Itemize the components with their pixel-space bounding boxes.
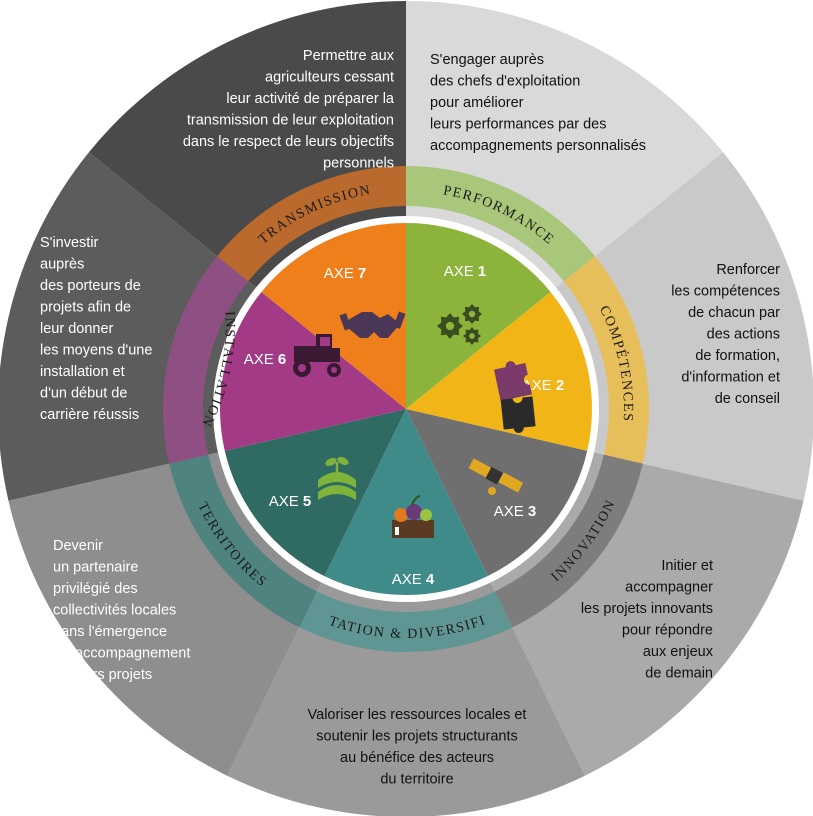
- description-line: projets afin de: [40, 300, 131, 316]
- description-line: accompagner: [625, 580, 713, 596]
- description-line: pour améliorer: [430, 95, 524, 111]
- description-line: collectivités locales: [53, 603, 176, 619]
- description-line: transmission de leur exploitation: [187, 113, 394, 129]
- description-line: privilégié des: [53, 581, 138, 597]
- description-line: carrière réussis: [40, 407, 139, 423]
- description-line: de leurs projets: [53, 667, 152, 683]
- description-line: des porteurs de: [40, 278, 141, 294]
- ring-band-axe-3: [494, 454, 643, 628]
- description-line: Permettre aux: [303, 48, 395, 64]
- description-line: d'un début de: [40, 386, 127, 402]
- inner-sector-axe-4: [324, 409, 488, 596]
- axe-number: 3: [528, 503, 536, 520]
- description-line: personnels: [323, 156, 394, 172]
- axe-label-7: AXE 7: [324, 265, 367, 282]
- tractor-icon: [293, 334, 341, 377]
- description-axe-1: S'engager auprès des chefs d'exploitation…: [430, 52, 646, 154]
- puzzle-icon: [494, 361, 536, 434]
- ring-band-axe-2: [563, 256, 649, 464]
- axe-icons: [293, 304, 536, 538]
- description-line: aux enjeux: [643, 644, 714, 660]
- description-line: dans l'émergence: [53, 624, 167, 640]
- description-line: Valoriser les ressources locales et: [308, 707, 527, 723]
- axe-prefix: AXE: [324, 265, 358, 282]
- axe-number: 2: [556, 377, 564, 394]
- ring-band-axe-7: [217, 166, 406, 282]
- description-line: S'engager auprès: [430, 52, 544, 68]
- ring-band-axe-6: [163, 256, 249, 464]
- description-line: les compétences: [671, 284, 780, 300]
- description-line: du territoire: [380, 772, 453, 788]
- description-line: des chefs d'exploitation: [430, 74, 580, 90]
- description-line: Initier et: [661, 558, 713, 574]
- axe-number: 5: [303, 493, 311, 510]
- axe-label-3: AXE 3: [494, 503, 537, 520]
- description-line: leur activité de préparer la: [226, 91, 395, 107]
- description-axe-6: S'investir auprès des porteurs de projets a…: [40, 235, 152, 423]
- inner-sectors: [219, 223, 593, 596]
- inner-sector-axe-3: [406, 409, 588, 577]
- description-axe-7: Permettre aux agriculteurs cessant leur ac…: [183, 48, 395, 172]
- description-line: les moyens d'une: [40, 343, 152, 359]
- axe-number: 4: [426, 571, 435, 588]
- field-sprout-icon: [318, 456, 356, 500]
- description-line: pour répondre: [622, 623, 713, 639]
- description-line: d'information et: [681, 370, 780, 386]
- description-line: S'investir: [40, 235, 99, 251]
- ring-band-axe-5: [169, 454, 318, 628]
- axe-label-5: AXE 5: [269, 493, 312, 510]
- axe-number: 6: [278, 351, 286, 368]
- ring-band-axe-1: [406, 166, 595, 282]
- description-line: de chacun par: [688, 305, 780, 321]
- inner-sector-axe-7: [261, 223, 406, 409]
- vegetable-crate-icon: [392, 495, 434, 538]
- axe-prefix: AXE: [269, 493, 303, 510]
- ring-band-axe-4: [299, 591, 513, 652]
- axe-prefix: AXE: [392, 571, 426, 588]
- description-line: soutenir les projets structurants: [316, 729, 517, 745]
- axe-prefix: AXE: [444, 263, 478, 280]
- description-line: dans le respect de leurs objectifs: [183, 134, 394, 150]
- description-line: auprès: [40, 257, 84, 273]
- outer-descriptions: S'engager auprès des chefs d'exploitation…: [40, 48, 780, 788]
- axe-label-6: AXE 6: [244, 351, 287, 368]
- description-line: de formation,: [695, 348, 780, 364]
- axe-label-4: AXE 4: [392, 571, 435, 588]
- description-line: leur donner: [40, 321, 114, 337]
- description-line: leurs performances par des: [430, 117, 607, 133]
- description-line: de conseil: [715, 391, 780, 407]
- description-line: un partenaire: [53, 560, 138, 576]
- description-axe-3: Initier et accompagner les projets innovan…: [581, 558, 714, 682]
- description-line: et l'accompagnement: [53, 646, 190, 662]
- description-axe-2: Renforcer les compétences de chacun par des…: [671, 262, 780, 407]
- axe-number: 1: [478, 263, 486, 280]
- inner-sector-axe-5: [224, 409, 406, 577]
- description-line: Renforcer: [716, 262, 780, 278]
- description-line: agriculteurs cessant: [265, 70, 394, 86]
- description-axe-5: Devenir un partenaire privilégié des collec…: [53, 538, 190, 683]
- description-line: au bénéfice des acteurs: [340, 750, 494, 766]
- description-line: les projets innovants: [581, 601, 713, 617]
- gears-icon: [437, 304, 482, 345]
- axe-prefix: AXE: [244, 351, 278, 368]
- axe-prefix: AXE: [494, 503, 528, 520]
- satellite-icon: [468, 458, 524, 495]
- ring-bands: [163, 166, 649, 652]
- axe-label-1: AXE 1: [444, 263, 487, 280]
- description-axe-4: Valoriser les ressources locales et soute…: [308, 707, 527, 788]
- inner-sector-axe-6: [219, 291, 406, 451]
- description-line: Devenir: [53, 538, 103, 554]
- description-line: de demain: [645, 666, 713, 682]
- description-line: des actions: [707, 327, 780, 343]
- description-line: accompagnements personnalisés: [430, 138, 646, 154]
- description-line: installation et: [40, 364, 125, 380]
- axe-number: 7: [358, 265, 366, 282]
- handshake-icon: [339, 311, 406, 338]
